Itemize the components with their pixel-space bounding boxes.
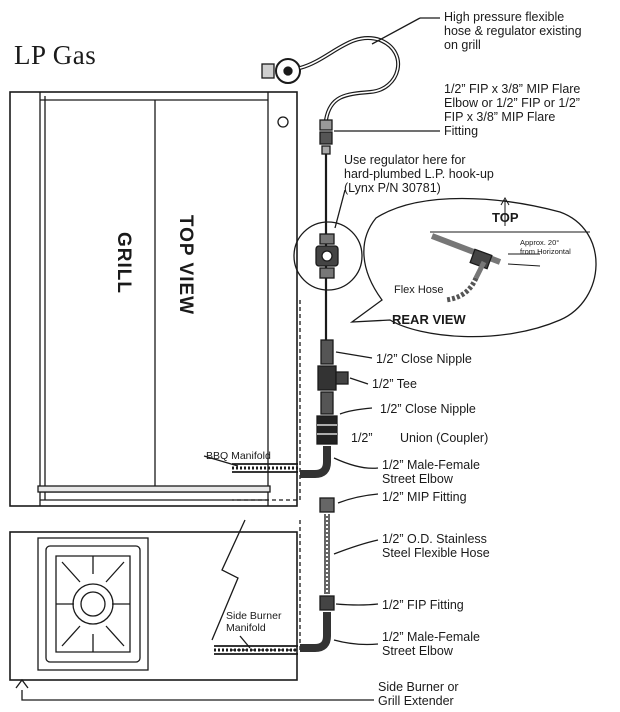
regulator-hose (261, 36, 400, 155)
bbq-manifold-dash (232, 300, 301, 501)
label-regulator-note: Use regulator here for hard-plumbed L.P.… (344, 153, 494, 195)
label-union-size: 1/2” (351, 431, 373, 445)
rear-view-angle-note: Approx. 20° from Horizontal (520, 238, 571, 256)
top-view-label: TOP VIEW (175, 214, 197, 316)
side-burner-manifold-pipe (214, 645, 298, 655)
fittings-stack (300, 339, 349, 652)
label-tee: 1/2” Tee (372, 377, 417, 391)
rear-view-label: REAR VIEW (392, 312, 466, 327)
label-bbq-manifold: BBQ Manifold (206, 450, 271, 462)
label-street-elbow-2: 1/2” Male-Female Street Elbow (382, 630, 480, 658)
label-close-nipple-2: 1/2” Close Nipple (380, 402, 476, 416)
rear-view-flex-hose: Flex Hose (394, 284, 444, 296)
regulator-detail (293, 221, 363, 291)
label-fip-fitting: 1/2” FIP Fitting (382, 598, 464, 612)
rear-view-bubble (349, 197, 597, 338)
grill-label: GRILL (113, 232, 134, 294)
label-side-burner-extender: Side Burner or Grill Extender (378, 680, 459, 708)
rear-view-top: TOP (492, 210, 519, 225)
break-line (211, 519, 246, 641)
rear-view-tee (430, 233, 541, 303)
label-union: Union (Coupler) (400, 431, 489, 445)
label-side-burner-manifold: Side Burner Manifold (226, 610, 282, 634)
label-flex-hose: 1/2” O.D. Stainless Steel Flexible Hose (382, 532, 490, 560)
label-hose-regulator: High pressure flexible hose & regulator … (444, 10, 582, 52)
bbq-manifold-pipe (232, 463, 298, 473)
label-flare-elbow: 1/2” FIP x 3/8” MIP Flare Elbow or 1/2” … (444, 82, 581, 138)
label-street-elbow-1: 1/2” Male-Female Street Elbow (382, 458, 480, 486)
regulator-body (315, 233, 339, 279)
page-title: LP Gas (14, 40, 97, 70)
label-close-nipple-1: 1/2” Close Nipple (376, 352, 472, 366)
label-mip-fitting: 1/2” MIP Fitting (382, 490, 467, 504)
side-burner-body (9, 531, 298, 681)
grill-body (9, 91, 298, 507)
